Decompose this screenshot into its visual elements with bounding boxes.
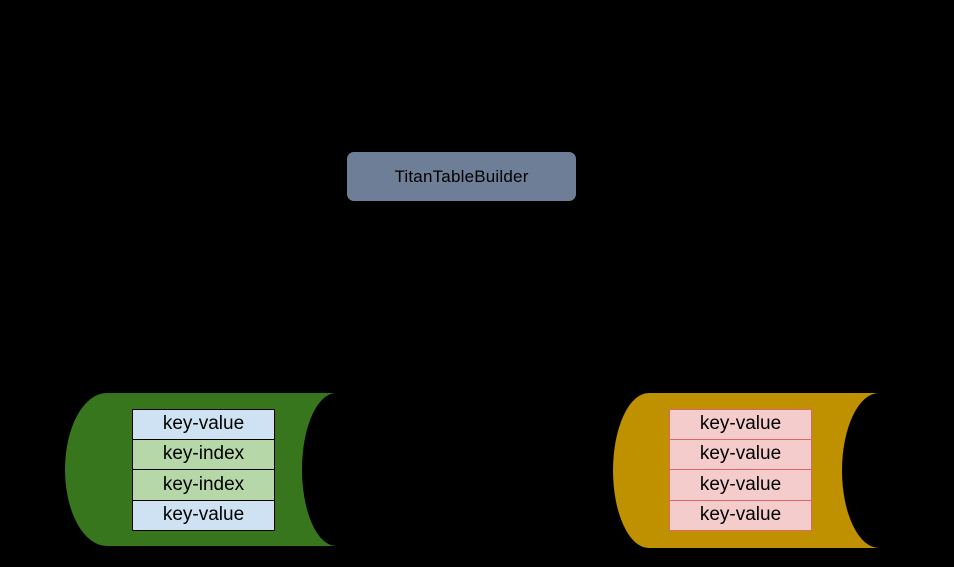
right-cylinder-cap-ellipse (842, 393, 916, 548)
left-cylinder-rows: key-value key-index key-index key-value (132, 409, 275, 531)
table-row: key-value (669, 409, 812, 440)
table-row: key-index (132, 470, 275, 501)
table-row: key-value (669, 439, 812, 470)
right-cylinder-rows: key-value key-value key-value key-value (669, 409, 812, 531)
titan-table-builder-label: TitanTableBuilder (394, 166, 529, 186)
right-cylinder: key-value key-value key-value key-value (613, 393, 916, 548)
table-row: key-value (669, 470, 812, 501)
table-row: key-value (132, 500, 275, 531)
table-row: key-value (132, 409, 275, 440)
left-cylinder: key-value key-index key-index key-value (65, 393, 370, 546)
table-row: key-index (132, 439, 275, 470)
table-row: key-value (669, 500, 812, 531)
titan-table-builder-box: TitanTableBuilder (346, 151, 577, 202)
left-cylinder-cap-ellipse (302, 393, 370, 546)
